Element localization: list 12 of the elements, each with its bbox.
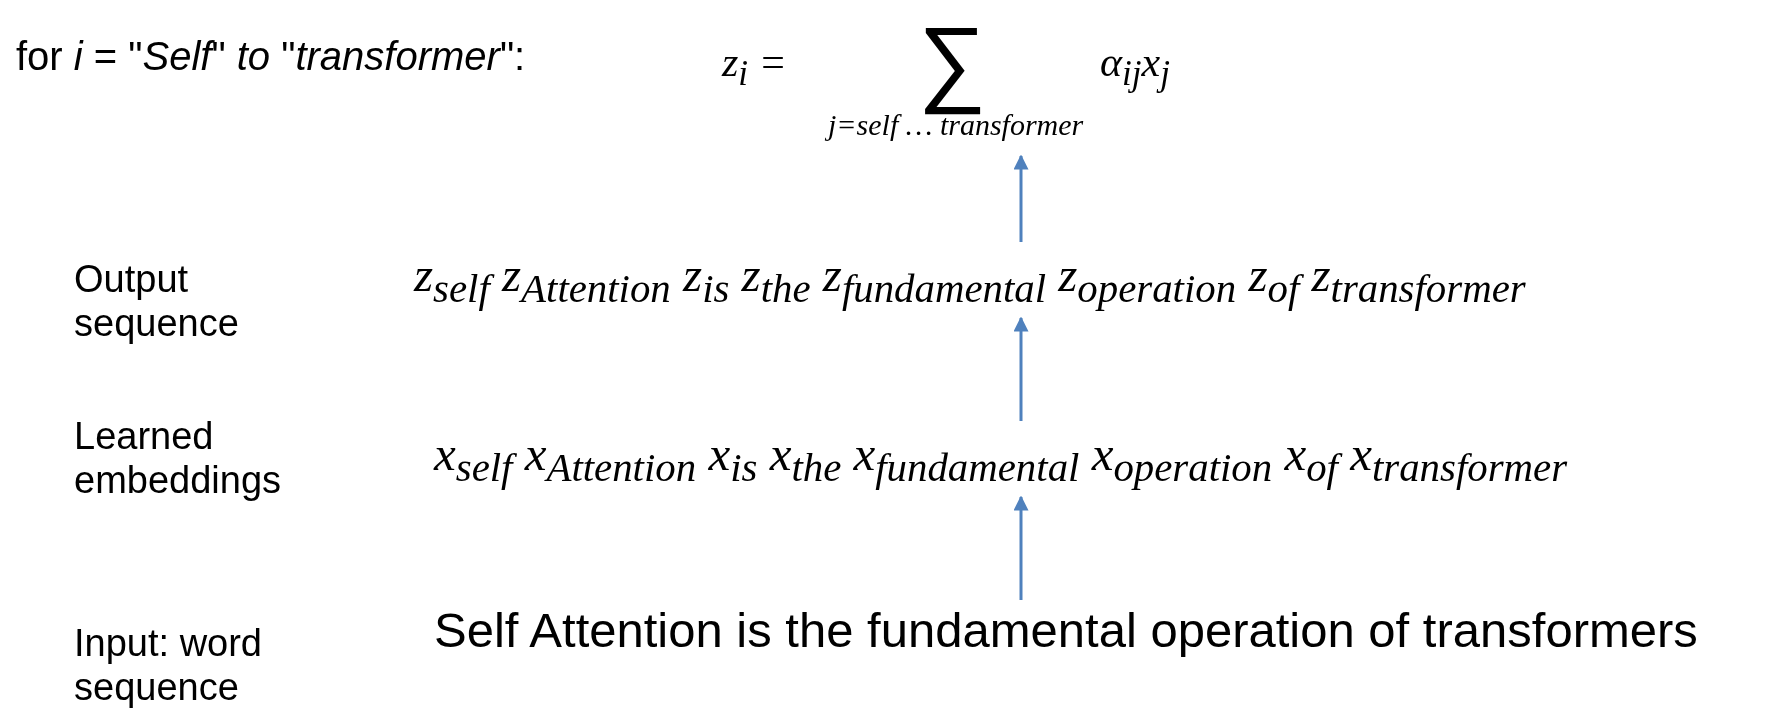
row-label: Input: word sequence [74, 622, 263, 710]
row-label: Learned embeddings [74, 415, 283, 503]
arrow [1013, 316, 1029, 421]
arrow [1013, 495, 1029, 600]
input-sentence-text: Self Attention is the fundamental operation of transformers [434, 602, 1698, 658]
loop-text: for i = "Self" to "transformer": [16, 34, 526, 79]
arrow [1013, 154, 1029, 242]
row-label: Output sequence [74, 258, 240, 346]
embedding-sequence-text: x$_{self}$ x$_{Attention}$ x$_{is}$ x$_{the}$ x$_{fundamental}$ x$_{operation}$ x$_{of}$ x$_{transformer}$ [434, 425, 1568, 491]
output-sequence-text: z$_{self}$ z$_{Attention}$ z$_{is}$ z$_{the}$ z$_{fundamental}$ z$_{operation}$ z$_{of}$ z$_{transformer}$ [414, 246, 1526, 312]
formula-text: α$_{ij}$x$_{j}$ [1100, 38, 1170, 95]
formula-text: z$_{i}$ = [722, 38, 787, 95]
